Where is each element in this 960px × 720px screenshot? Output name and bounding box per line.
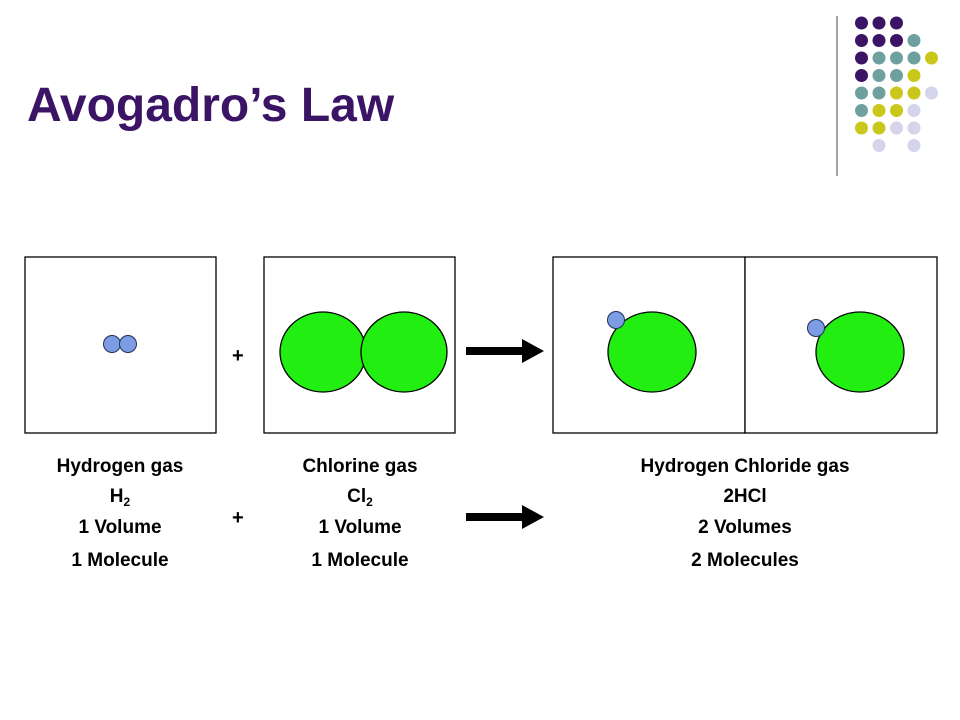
reaction-arrow <box>466 339 544 363</box>
hydrogen-atom <box>103 335 121 353</box>
hydrogen-atom <box>119 335 137 353</box>
decorative-dot-grid <box>836 16 938 176</box>
chlorine-formula-subscript: 2 <box>366 495 373 509</box>
decorative-dot <box>890 121 903 135</box>
hcl-volume-label: 2 Volumes <box>698 517 792 538</box>
decorative-dot <box>907 86 921 100</box>
plus-sign: + <box>232 345 244 367</box>
decorative-dot <box>907 104 921 117</box>
chlorine-atom <box>607 311 697 393</box>
decorative-dot <box>855 86 868 100</box>
decorative-dot <box>855 69 868 82</box>
decorative-dot <box>925 51 938 65</box>
plus-sign: + <box>232 507 244 529</box>
chlorine-name-label: Chlorine gas <box>302 456 418 477</box>
decorative-dot <box>907 34 921 47</box>
chlorine-molecule-label: 1 Molecule <box>311 550 409 571</box>
hydrogen-name-label: Hydrogen gas <box>56 456 184 477</box>
decorative-dot <box>907 69 921 82</box>
decorative-dot <box>872 16 886 30</box>
decorative-dot <box>872 34 886 47</box>
decorative-dot <box>872 104 886 117</box>
chlorine-atom <box>815 311 905 393</box>
decorative-dot <box>855 121 868 135</box>
hydrogen-formula-subscript: 2 <box>123 495 131 509</box>
hcl-name-label: Hydrogen Chloride gas <box>640 456 850 477</box>
hydrogen-molecule-label: 1 Molecule <box>71 550 169 571</box>
decorative-dot <box>890 16 903 30</box>
decorative-dot <box>890 86 903 100</box>
hcl-molecule-label: 2 Molecules <box>691 550 799 571</box>
hydrogen-atom <box>807 319 825 337</box>
slide-title: Avogadro’s Law <box>27 79 395 132</box>
decorative-dot <box>872 69 886 82</box>
chlorine-formula-label: Cl2 <box>260 486 460 509</box>
decorative-dot <box>855 34 868 47</box>
decorative-dot <box>925 86 938 100</box>
chlorine-atom <box>360 311 448 393</box>
chlorine-atom <box>279 311 367 393</box>
decorative-dot <box>872 86 886 100</box>
hydrogen-atom <box>607 311 625 329</box>
decorative-dot <box>855 51 868 65</box>
hydrogen-formula-label: H2 <box>20 486 220 509</box>
hcl-formula-label: 2HCl <box>723 486 767 507</box>
decorative-dot <box>890 69 903 82</box>
hydrogen-volume-label: 1 Volume <box>78 517 162 538</box>
decorative-dot <box>890 51 903 65</box>
decorative-dot <box>907 51 921 65</box>
decorative-dot <box>872 51 886 65</box>
decorative-dot <box>855 16 868 30</box>
decorative-dot <box>872 139 886 152</box>
decorative-dot <box>872 121 886 135</box>
decorative-dot <box>890 34 903 47</box>
decorative-dot <box>907 121 921 135</box>
reaction-arrow <box>466 505 544 529</box>
chlorine-volume-label: 1 Volume <box>318 517 402 538</box>
decorative-dot <box>907 139 921 152</box>
decorative-dot <box>890 104 903 117</box>
decorative-dot <box>855 104 868 117</box>
hydrogen-formula-symbol: H <box>109 486 124 507</box>
chlorine-formula-symbol: Cl <box>347 486 367 507</box>
